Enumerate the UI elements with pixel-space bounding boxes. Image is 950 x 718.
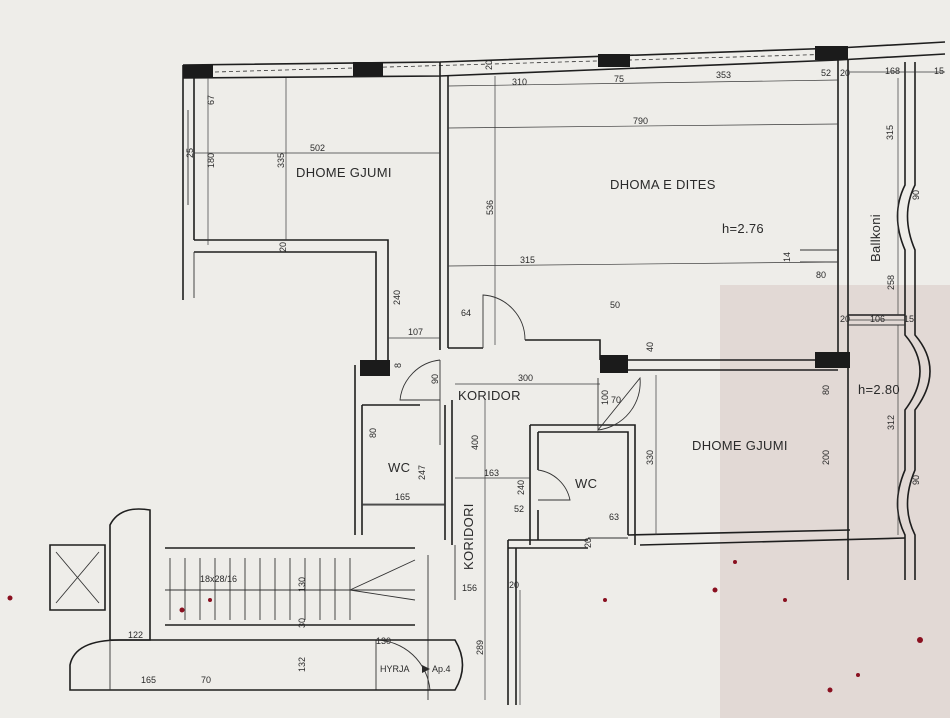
dim-180: 180: [206, 153, 216, 168]
room-label-koridori: KORIDORI: [461, 503, 476, 570]
dim-247: 247: [417, 465, 427, 480]
dim-353: 353: [716, 70, 731, 80]
dim-258: 258: [886, 275, 896, 290]
dim-130-lower: 130: [376, 636, 391, 646]
dim-312: 312: [886, 415, 896, 430]
dim-80-mid: 80: [816, 270, 826, 280]
dim-156: 156: [462, 583, 477, 593]
dim-63: 63: [609, 512, 619, 522]
stairs-label: 18x28/16: [200, 574, 237, 584]
dim-300: 300: [518, 373, 533, 383]
dim-25: 25: [185, 148, 195, 158]
entrance-arrow-icon: [422, 665, 430, 673]
room-label-living: DHOMA E DITES: [610, 177, 716, 192]
dim-70: 70: [611, 395, 621, 405]
dim-20-top: 20: [484, 60, 494, 70]
exterior-walls: [182, 41, 946, 705]
dim-122: 122: [128, 630, 143, 640]
dim-80-wc: 80: [368, 428, 378, 438]
dim-15-balc: 15: [904, 314, 914, 324]
entrance-label: HYRJA: [380, 664, 410, 674]
room-label-wc-left: WC: [388, 460, 410, 475]
dim-335: 335: [276, 153, 286, 168]
room-label-corridor: KORIDOR: [458, 388, 521, 403]
dim-80-right: 80: [821, 385, 831, 395]
room-label-bedroom-1: DHOME GJUMI: [296, 165, 392, 180]
dim-8: 8: [393, 363, 403, 368]
dim-315-right: 315: [885, 125, 895, 140]
dim-200: 200: [821, 450, 831, 465]
dim-106: 106: [870, 314, 885, 324]
dim-168: 168: [885, 66, 900, 76]
dimension-lines: [194, 71, 945, 705]
living-height: h=2.76: [722, 221, 764, 236]
dim-70-bottom: 70: [201, 675, 211, 685]
dim-100: 100: [600, 390, 610, 405]
dim-52-low: 52: [514, 504, 524, 514]
dim-20-right: 20: [840, 68, 850, 78]
dim-130-stair: 130: [297, 577, 307, 592]
room-label-wc-right: WC: [575, 476, 597, 491]
dim-52: 52: [821, 68, 831, 78]
dim-20-wc: 20: [583, 538, 593, 548]
dim-15-top: 15: [934, 66, 944, 76]
dim-536: 536: [485, 200, 495, 215]
dim-289: 289: [475, 640, 485, 655]
stains: [7, 560, 923, 693]
dim-240-left: 240: [392, 290, 402, 305]
dim-310: 310: [512, 77, 527, 87]
dim-502: 502: [310, 143, 325, 153]
dimension-labels: 20 310 75 353 52 20 168 15 67 25 180 335…: [128, 60, 944, 685]
dim-90-door: 90: [430, 374, 440, 384]
dim-400: 400: [470, 435, 480, 450]
shadow-area: [720, 285, 950, 718]
dim-163: 163: [484, 468, 499, 478]
dim-315-mid: 315: [520, 255, 535, 265]
dim-20-balc: 20: [840, 314, 850, 324]
dim-20-left: 20: [278, 242, 288, 252]
apartment-label: Ap.4: [432, 664, 451, 674]
dim-107: 107: [408, 327, 423, 337]
dim-40: 40: [645, 342, 655, 352]
dim-165: 165: [395, 492, 410, 502]
room-label-bedroom-2: DHOME GJUMI: [692, 438, 788, 453]
dim-165-bottom: 165: [141, 675, 156, 685]
dim-30: 30: [297, 618, 307, 628]
dim-20-bottom: 20: [509, 580, 519, 590]
dim-64: 64: [461, 308, 471, 318]
dim-132: 132: [297, 657, 307, 672]
dim-14: 14: [782, 252, 792, 262]
dim-330: 330: [645, 450, 655, 465]
dim-790: 790: [633, 116, 648, 126]
dim-90-top: 90: [911, 190, 921, 200]
bedroom-2-height: h=2.80: [858, 382, 900, 397]
dim-67: 67: [206, 95, 216, 105]
dim-75: 75: [614, 74, 624, 84]
dim-240-wc: 240: [516, 480, 526, 495]
dim-50: 50: [610, 300, 620, 310]
structural-columns: [183, 46, 850, 376]
staircase: [49, 508, 464, 691]
room-label-balcony: Ballkoni: [868, 214, 883, 262]
dim-90-low: 90: [911, 475, 921, 485]
